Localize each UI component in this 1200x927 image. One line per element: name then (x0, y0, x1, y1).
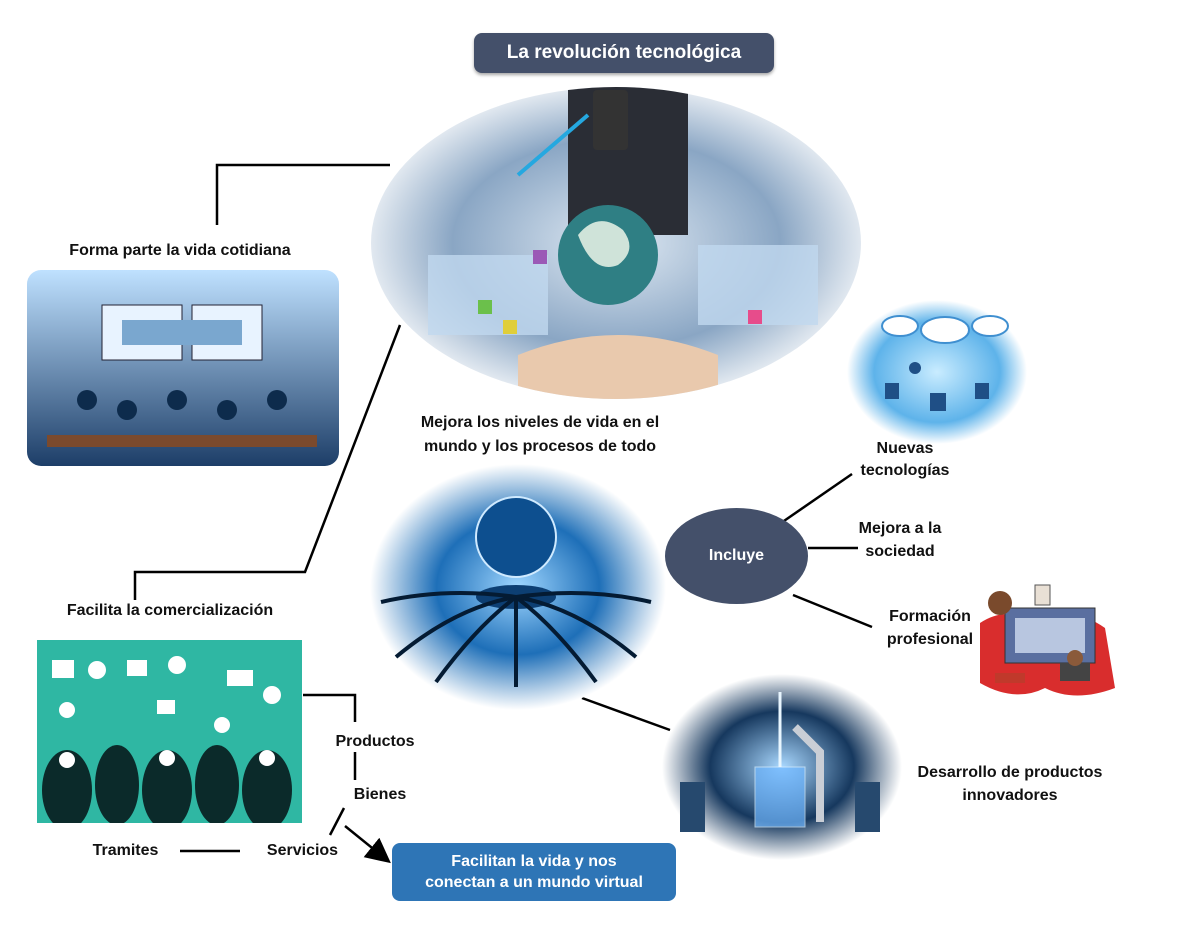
line-network-to-innovation (581, 696, 671, 732)
hero-technology-image (371, 87, 861, 399)
professional-training-image (980, 584, 1115, 696)
line-includes-to-training (792, 593, 873, 629)
training-label-line1: Formación (889, 608, 971, 625)
includes-label: Incluye (708, 547, 765, 564)
daily-life-image (27, 270, 339, 466)
virtual-world-box: Facilitan la vida y nos conectan a un mu… (392, 843, 676, 901)
innovative-products-image (662, 674, 902, 860)
innovation-label-line1: Desarrollo de productos (917, 764, 1103, 781)
goods-label: Bienes (353, 786, 407, 803)
line-includes-to-new-tech (780, 472, 853, 525)
services-label: Servicios (266, 842, 339, 859)
new-technologies-image (847, 300, 1027, 444)
new-tech-label-line2: tecnologías (860, 462, 950, 479)
commerce-label: Facilita la comercialización (66, 602, 274, 619)
line-commerce-to-products (303, 693, 357, 722)
innovation-label-line2: innovadores (962, 787, 1058, 804)
virtual-world-line2: conectan a un mundo virtual (425, 874, 643, 891)
procedures-label: Tramites (92, 842, 159, 859)
daily-life-label: Forma parte la vida cotidiana (69, 242, 291, 259)
new-tech-label-line1: Nuevas (876, 440, 934, 457)
products-label: Productos (335, 733, 415, 750)
network-globe-image (370, 464, 666, 710)
line-hub-to-commerce (133, 324, 402, 600)
includes-node: Incluye (665, 508, 808, 604)
virtual-world-line1: Facilitan la vida y nos (451, 853, 617, 870)
title-box: La revolución tecnológica (474, 33, 774, 73)
commerce-image (37, 640, 302, 823)
improves-label-line1: Mejora los niveles de vida en el (420, 414, 660, 431)
line-title-to-daily-life (215, 163, 390, 225)
society-label-line2: sociedad (865, 543, 935, 560)
improves-label-line2: mundo y los procesos de todo (423, 438, 657, 455)
training-label-line2: profesional (886, 631, 974, 648)
line-services-to-footer (344, 825, 391, 864)
line-goods-to-services (328, 807, 346, 836)
page-title: La revolución tecnológica (506, 42, 742, 63)
society-label-line1: Mejora a la (858, 520, 942, 537)
